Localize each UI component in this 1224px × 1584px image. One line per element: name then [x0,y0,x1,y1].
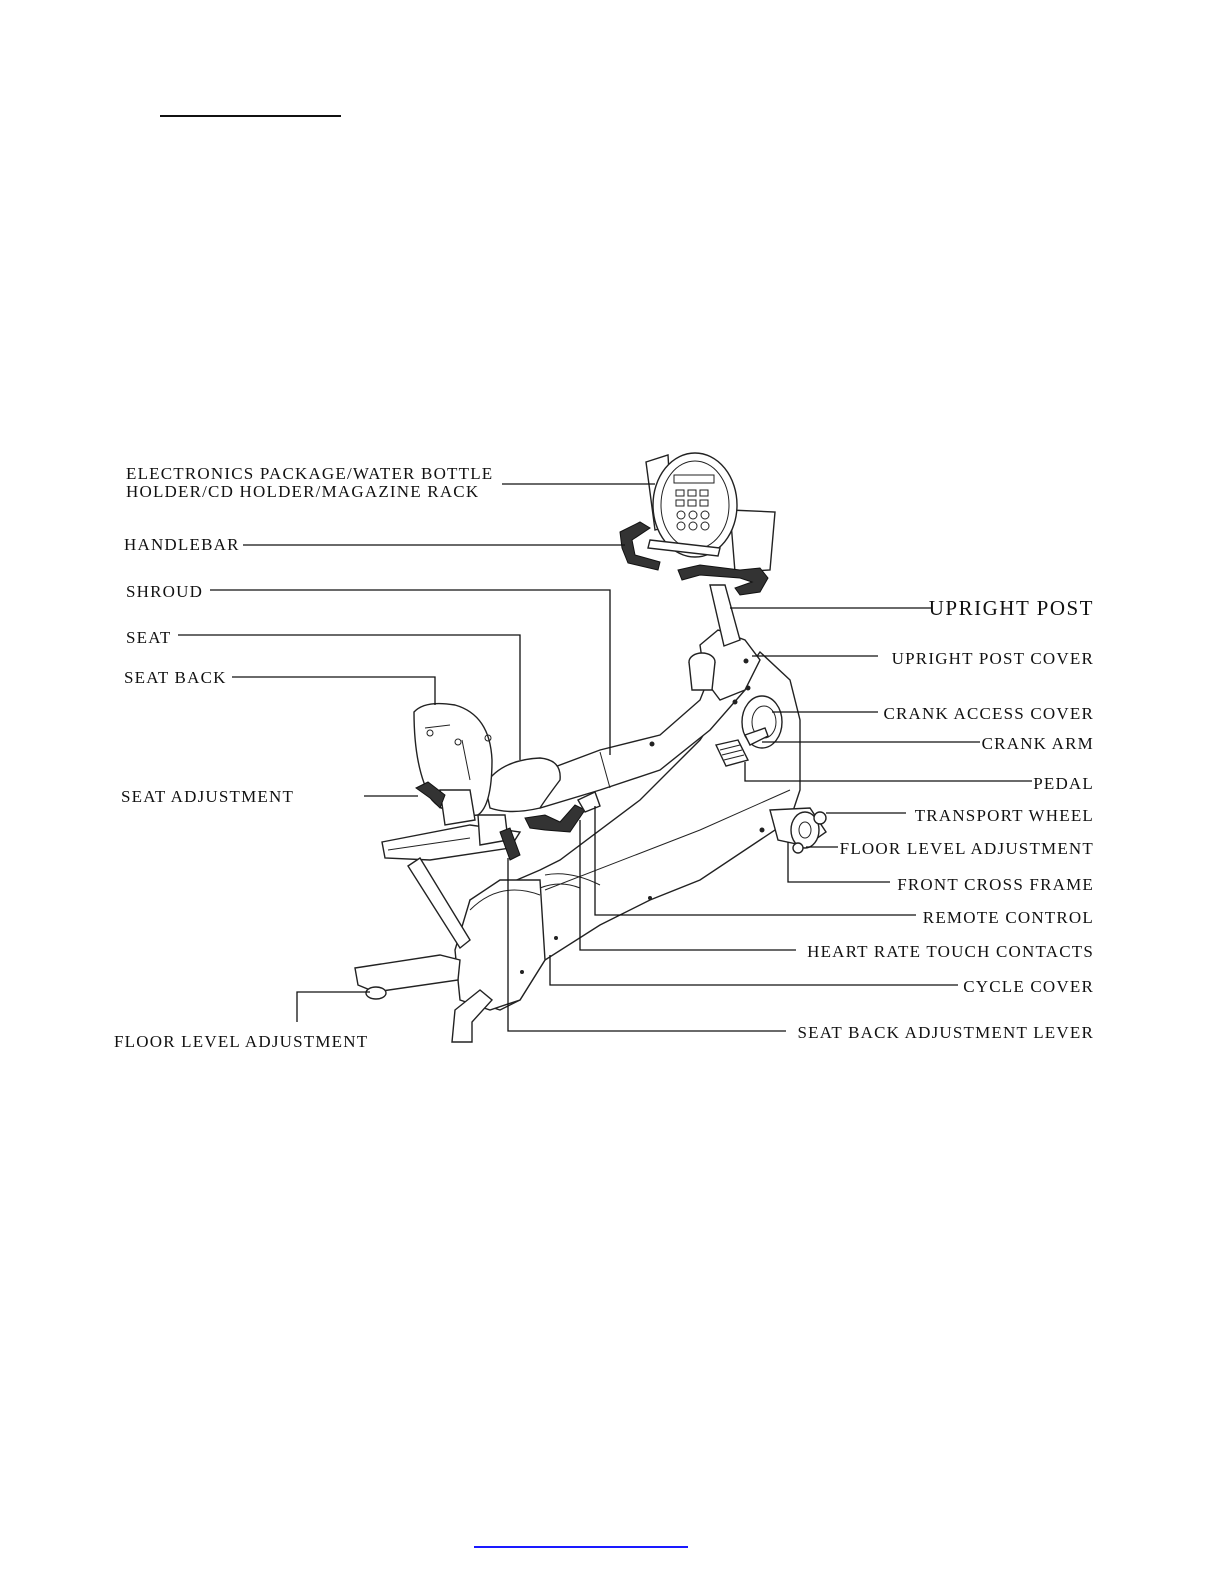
seat-shape [484,757,561,813]
label-remote-control: REMOTE CONTROL [923,908,1094,927]
label-seat: SEAT [126,628,171,647]
label-electronics-line2: HOLDER/CD HOLDER/MAGAZINE RACK [126,482,479,501]
front-leg-shape [454,879,546,1011]
label-handlebar: HANDLEBAR [124,535,240,554]
front-cross-frame-shape [759,807,827,854]
label-upright-post-cover: UPRIGHT POST COVER [892,649,1094,668]
console-shape [645,452,776,573]
upright-post-shape [709,584,741,647]
seat-back-lever-grip [499,827,521,861]
label-front-cross-frame: FRONT CROSS FRAME [897,875,1094,894]
pedal-shape [714,739,750,767]
label-crank-access-cover: CRANK ACCESS COVER [883,704,1094,723]
leader-heart-rate [579,820,796,951]
leader-front-cross-frame [787,842,890,883]
leader-cycle-cover [549,955,958,986]
leader-shroud [210,589,611,755]
crank-arm-shape [744,727,769,746]
label-shroud: SHROUD [126,582,203,601]
label-seat-back-adjustment-lever: SEAT BACK ADJUSTMENT LEVER [798,1023,1094,1042]
leader-seat [178,634,521,760]
bike-illustration [354,452,827,1043]
leader-pedal [744,762,1032,782]
label-upright-post: UPRIGHT POST [929,596,1094,620]
leader-seat-back-lever [507,858,786,1032]
label-cycle-cover: CYCLE COVER [963,977,1094,996]
label-crank-arm: CRANK ARM [982,734,1094,753]
label-floor-level-adjustment-right: FLOOR LEVEL ADJUSTMENT [840,839,1094,858]
label-seat-adjustment: SEAT ADJUSTMENT [121,787,294,806]
leader-lines [178,483,1032,1032]
handlebar-shape [619,521,769,596]
label-floor-level-adjustment-left: FLOOR LEVEL ADJUSTMENT [114,1032,368,1051]
labels: ELECTRONICS PACKAGE/WATER BOTTLE HOLDER/… [114,464,1094,1051]
seat-adjustment-grip [415,781,446,809]
leader-remote-control [594,806,916,916]
label-heart-rate-touch-contacts: HEART RATE TOUCH CONTACTS [807,942,1094,961]
label-transport-wheel: TRANSPORT WHEEL [915,806,1094,825]
leader-seat-back [232,676,436,705]
label-electronics-line1: ELECTRONICS PACKAGE/WATER BOTTLE [126,464,493,483]
rear-base-shape [354,954,494,1043]
label-pedal: PEDAL [1033,774,1094,793]
label-seat-back: SEAT BACK [124,668,227,687]
leader-floor-level-left [296,991,370,1022]
